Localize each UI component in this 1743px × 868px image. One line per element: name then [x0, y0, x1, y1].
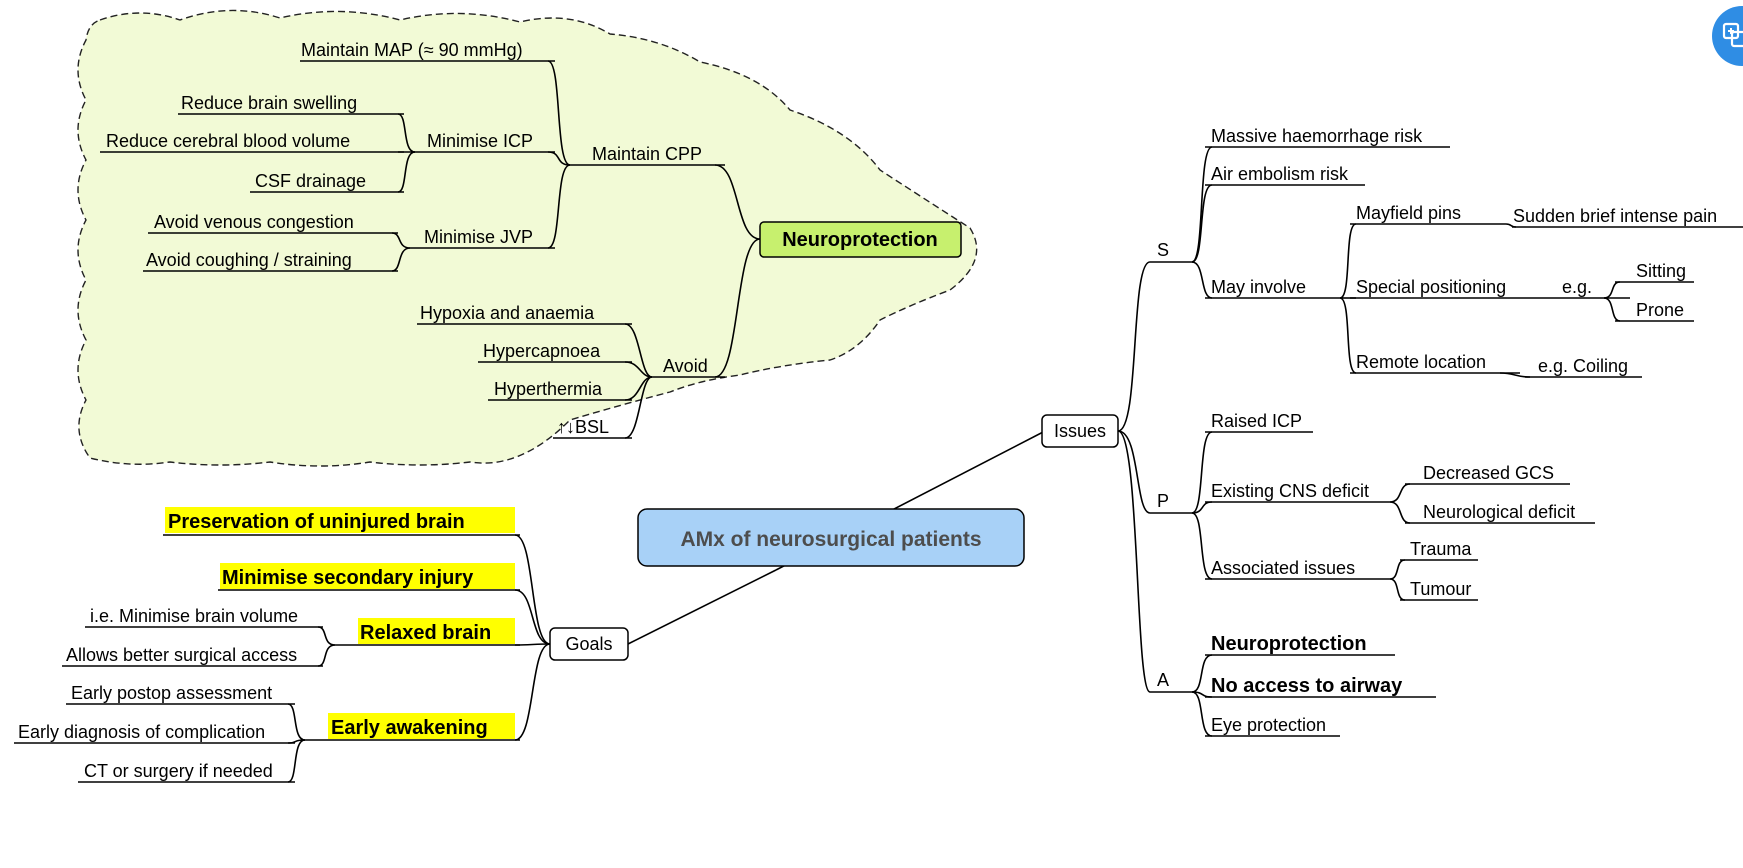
p-label: P: [1157, 491, 1169, 511]
s-item-may-involve: May involve: [1211, 277, 1306, 297]
early-postop-assessment: Early postop assessment: [71, 683, 272, 703]
issues-label: Issues: [1054, 421, 1106, 441]
s-label: S: [1157, 240, 1169, 260]
a-eye-protection: Eye protection: [1211, 715, 1326, 735]
trauma: Trauma: [1410, 539, 1472, 559]
relaxed-minimise-volume: i.e. Minimise brain volume: [90, 606, 298, 626]
goal-minimise-secondary: Minimise secondary injury: [222, 567, 474, 589]
central-node-label: AMx of neurosurgical patients: [680, 528, 981, 551]
reduce-cerebral-volume: Reduce cerebral blood volume: [106, 131, 350, 151]
bsl: ↑↓BSL: [557, 417, 609, 437]
existing-cns-deficit: Existing CNS deficit: [1211, 481, 1369, 501]
associated-issues: Associated issues: [1211, 558, 1355, 578]
mayfield-note: Sudden brief intense pain: [1513, 206, 1717, 226]
positioning-sitting: Sitting: [1636, 261, 1686, 281]
hypercapnoea: Hypercapnoea: [483, 341, 601, 361]
central-node[interactable]: [637, 508, 1025, 567]
goal-preservation: Preservation of uninjured brain: [168, 511, 465, 533]
maintain-map: Maintain MAP (≈ 90 mmHg): [301, 40, 523, 60]
mayfield-pins: Mayfield pins: [1356, 203, 1461, 223]
highlight-early: [328, 713, 515, 739]
raised-icp: Raised ICP: [1211, 411, 1302, 431]
a-neuroprotection: Neuroprotection: [1211, 633, 1367, 655]
s-item-air-embolism: Air embolism risk: [1211, 164, 1349, 184]
neurological-deficit: Neurological deficit: [1423, 502, 1575, 522]
goal-early-awakening: Early awakening: [331, 717, 488, 739]
a-no-access-airway: No access to airway: [1211, 675, 1403, 697]
hyperthermia: Hyperthermia: [494, 379, 603, 399]
csf-drainage: CSF drainage: [255, 171, 366, 191]
avoid-venous-congestion: Avoid venous congestion: [154, 212, 354, 232]
neuroprotection-label: Neuroprotection: [782, 229, 938, 251]
avoid-coughing: Avoid coughing / straining: [146, 250, 352, 270]
positioning-eg: e.g.: [1562, 277, 1592, 297]
goal-relaxed-brain: Relaxed brain: [360, 622, 491, 644]
decreased-gcs: Decreased GCS: [1423, 463, 1554, 483]
maintain-cpp: Maintain CPP: [592, 144, 702, 164]
s-item-massive-haemorrhage: Massive haemorrhage risk: [1211, 126, 1423, 146]
relaxed-surgical-access: Allows better surgical access: [66, 645, 297, 665]
goals-label: Goals: [565, 634, 612, 654]
special-positioning: Special positioning: [1356, 277, 1506, 297]
highlight-minimise: [220, 563, 515, 589]
tumour: Tumour: [1410, 579, 1471, 599]
minimise-icp: Minimise ICP: [427, 131, 533, 151]
a-label: A: [1157, 670, 1169, 690]
hypoxia-anaemia: Hypoxia and anaemia: [420, 303, 595, 323]
minimise-jvp: Minimise JVP: [424, 227, 533, 247]
remote-note: e.g. Coiling: [1538, 356, 1628, 376]
highlight-preservation: [165, 507, 515, 533]
neuroprotection-cloud: [77, 9, 978, 467]
remote-location: Remote location: [1356, 352, 1486, 372]
highlight-relaxed: [358, 618, 515, 644]
positioning-prone: Prone: [1636, 300, 1684, 320]
reduce-brain-swelling: Reduce brain swelling: [181, 93, 357, 113]
translate-icon: [1722, 22, 1743, 48]
avoid: Avoid: [663, 356, 708, 376]
early-ct-surgery: CT or surgery if needed: [84, 761, 273, 781]
early-diagnosis: Early diagnosis of complication: [18, 722, 265, 742]
